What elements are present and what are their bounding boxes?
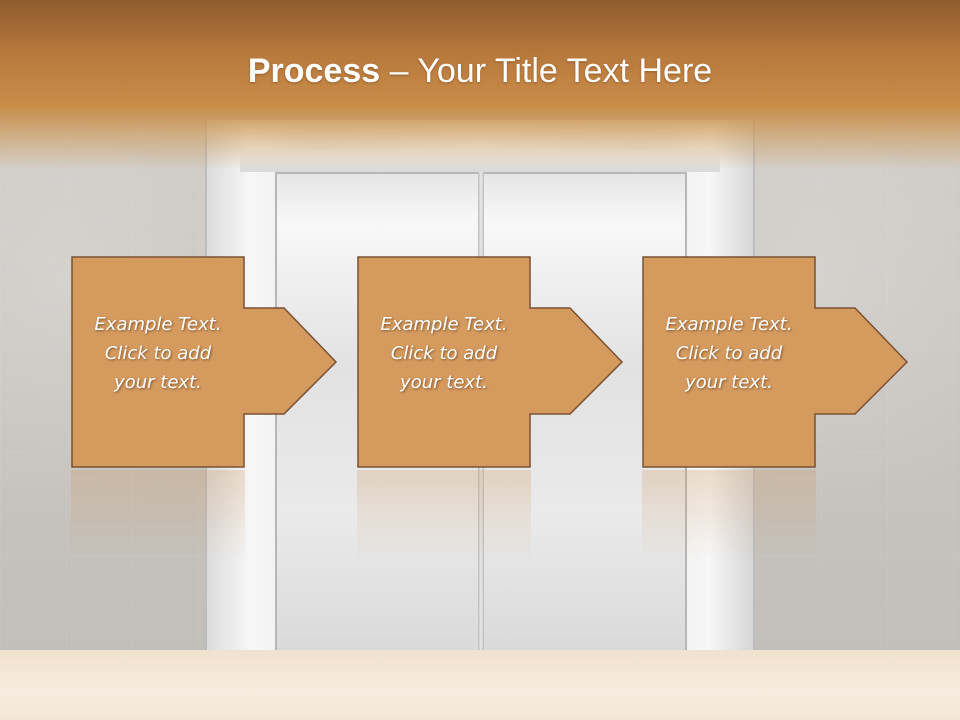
process-step-1[interactable]: Example Text. Click to add your text. — [71, 256, 338, 468]
step-text[interactable]: Example Text. Click to add your text. — [380, 314, 508, 393]
process-step-2[interactable]: Example Text. Click to add your text. — [357, 256, 624, 468]
step-reflection — [71, 470, 245, 560]
step-arrow-shape — [642, 256, 909, 468]
process-step-3[interactable]: Example Text. Click to add your text. — [642, 256, 909, 468]
step-arrow-shape — [71, 256, 338, 468]
title-band — [0, 0, 960, 170]
title-rest-part: – Your Title Text Here — [380, 52, 713, 90]
step-reflection — [642, 470, 816, 560]
step-text[interactable]: Example Text. Click to add your text. — [94, 314, 222, 393]
step-text[interactable]: Example Text. Click to add your text. — [665, 314, 793, 393]
slide-title[interactable]: Process – Your Title Text Here — [0, 52, 960, 91]
title-bold-part: Process — [247, 52, 381, 90]
step-arrow-shape — [357, 256, 624, 468]
step-reflection — [357, 470, 531, 560]
floor — [0, 650, 960, 720]
